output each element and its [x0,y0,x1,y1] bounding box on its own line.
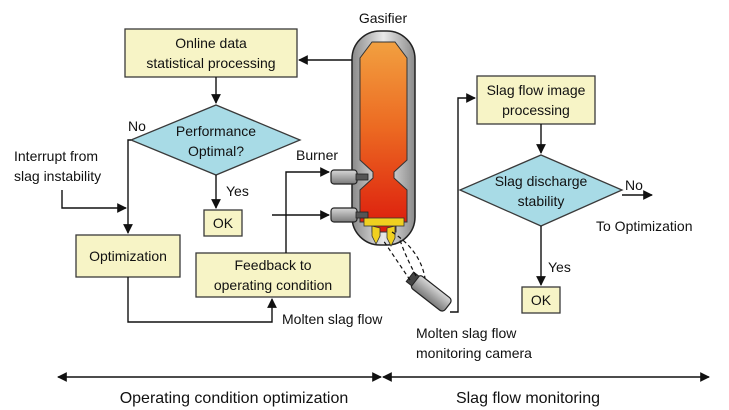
slag-stability-line-1: Slag discharge [495,173,588,189]
online-data-line-1: Online data [175,35,247,51]
camera-view-arc [391,231,426,279]
performance-line-1: Performance [176,123,256,139]
yes-left-label: Yes [226,183,249,199]
camera-label-line-2: monitoring camera [416,345,532,361]
ok-right-box: OK [521,286,561,314]
burner-upper [330,169,369,185]
interrupt-line-1: Interrupt from [14,148,98,164]
arrow-no-to-optimization [123,139,133,234]
feedback-line-2: operating condition [214,277,332,293]
arrow-camera-to-image [450,93,476,313]
online-data-line-2: statistical processing [146,55,275,71]
feedback-box: Feedback to operating condition [195,252,351,298]
slag-pool [363,217,405,227]
performance-line-2: Optimal? [188,143,244,159]
slag-drip-left [371,225,381,245]
molten-slag-flow-label: Molten slag flow [282,311,383,327]
slag-image-line-1: Slag flow image [487,82,586,98]
gasifier-vessel [351,30,416,247]
slag-stability-line-2: stability [518,193,565,209]
slag-image-line-2: processing [502,102,570,118]
section-label-right: Slag flow monitoring [456,390,600,407]
ok-left-box: OK [203,209,243,237]
gasifier-title: Gasifier [359,10,408,26]
gasifier-flame [359,41,408,233]
burner-label: Burner [296,147,338,163]
yes-right-label: Yes [548,259,571,275]
ok-left-label: OK [213,215,234,231]
arrow-feedback-to-upper-burner [285,167,330,253]
performance-decision: Performance Optimal? [129,104,302,176]
section-label-left: Operating condition optimization [120,390,349,407]
burner-lower [330,207,369,223]
optimization-box: Optimization [75,234,181,278]
ok-right-label: OK [531,292,552,308]
slag-image-box: Slag flow image processing [476,75,596,125]
arrow-optimization-to-feedback [127,277,277,323]
slag-stability-decision: Slag discharge stability [458,154,624,227]
arrow-interrupt [61,190,127,213]
camera-view-line-1 [382,239,411,281]
interrupt-line-2: slag instability [14,168,101,184]
camera-label-line-1: Molten slag flow [416,325,517,341]
camera-view-line-2 [399,239,417,277]
to-optimization-label: To Optimization [596,218,692,234]
no-right-label: No [625,177,643,193]
no-left-label: No [128,118,146,134]
feedback-line-1: Feedback to [234,257,311,273]
optimization-label: Optimization [89,248,167,264]
monitoring-camera [405,271,452,312]
online-data-box: Online data statistical processing [124,28,298,78]
